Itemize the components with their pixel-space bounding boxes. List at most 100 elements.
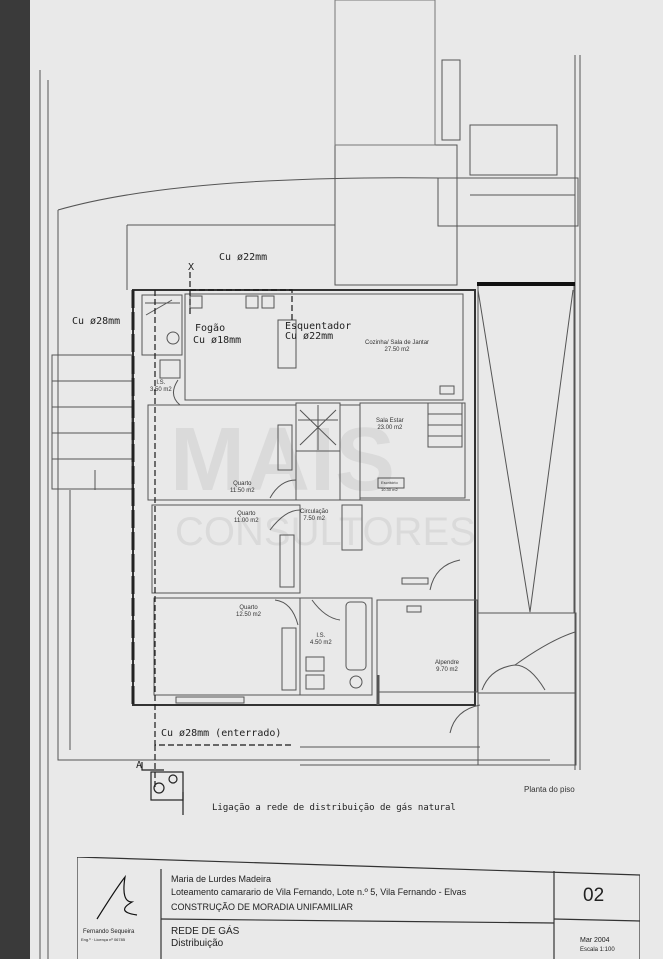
room-circulation: Circulação 7.50 m2	[300, 509, 328, 523]
engineer-license: Eng.º · Licença nº 06785	[81, 937, 126, 942]
bedroom-3-door-arc	[274, 599, 299, 626]
title-block-row-divider	[160, 918, 555, 924]
front-yard	[477, 692, 577, 766]
bedroom-1-wardrobe	[277, 424, 293, 471]
fogao-label: Fogão	[195, 323, 226, 334]
esquentador-label: Esquentador	[285, 321, 352, 332]
step-4	[51, 432, 133, 460]
corridor-cupboard	[341, 504, 363, 551]
room-bedroom-2: Quarto 11.00 m2	[234, 511, 259, 525]
room-area: 7.50 m2	[303, 516, 326, 522]
corridor-label-box	[401, 577, 429, 585]
floor-plan: MAIS CONSULTORES	[39, 0, 581, 959]
kitchen-vent	[439, 385, 455, 395]
watermark-line2: CONSULTORES	[175, 510, 476, 554]
is-1-outline	[141, 294, 183, 356]
room-living: Sala Estar 23.00 m2	[376, 418, 404, 432]
is-1-fixture	[159, 359, 181, 379]
room-name: Quarto	[233, 481, 252, 487]
room-bedroom-1: Quarto 11.50 m2	[230, 481, 255, 495]
drawing-date: Mar 2004	[580, 937, 610, 944]
cooker-burner-1	[189, 295, 203, 309]
room-area: 27.50 m2	[384, 347, 410, 353]
is-1-shower-diagonal	[145, 299, 173, 316]
neighbour-block	[334, 144, 458, 286]
bedroom-1-outline	[147, 404, 297, 501]
garden-strip	[477, 284, 575, 614]
plan-caption: Ligação a rede de distribuição de gás na…	[212, 803, 456, 813]
office-label-box	[377, 477, 405, 489]
room-is-2: I.S. 4.50 m2	[310, 633, 332, 647]
section-a-mark	[141, 762, 164, 771]
watermark-line1: MAIS	[170, 410, 395, 510]
gas-meter-box	[150, 771, 184, 801]
step-3	[51, 406, 133, 434]
drawing-title: REDE DE GÁS	[171, 926, 240, 937]
pipe-label-cu28-buried: Cu ø28mm (enterrado)	[161, 728, 282, 739]
counter-unit-1	[245, 295, 259, 309]
room-kitchen: Cozinha/ Sala de Jantar 27.50 m2	[365, 340, 429, 354]
garden-triangle	[477, 289, 574, 613]
annex-wall	[437, 177, 579, 227]
step-1	[51, 354, 133, 382]
fogao-pipe-label: Cu ø18mm	[193, 335, 242, 346]
spiral-stair-steps	[298, 405, 338, 450]
is-1-toilet	[166, 331, 180, 345]
watermark: MAIS CONSULTORES	[170, 410, 476, 554]
step-5	[51, 458, 133, 490]
bedroom-3-window	[175, 696, 245, 704]
room-area: 3.50 m2	[150, 387, 172, 393]
room-area: 11.50 m2	[230, 488, 255, 494]
marker-x: X	[188, 262, 195, 273]
project-type: CONSTRUÇÃO DE MORADIA UNIFAMILIAR	[171, 902, 354, 912]
room-name: Quarto	[237, 511, 256, 517]
esquentador-pipe-label: Cu ø22mm	[285, 331, 334, 342]
gas-meter-dial	[153, 782, 165, 794]
is-2-outline	[299, 597, 373, 696]
terrace-gate-arc-2	[514, 631, 576, 666]
room-name: Quarto	[239, 605, 258, 611]
room-name: Sala Estar	[376, 418, 404, 424]
is-2-sink-1	[305, 656, 325, 672]
room-office: Escritório 10.30 m2	[381, 479, 398, 493]
sheet-number: 02	[583, 885, 605, 906]
is-2-sink-2	[305, 674, 325, 690]
title-block: Fernando Sequeira Eng.º · Licença nº 067…	[77, 857, 640, 959]
step-2	[51, 380, 133, 408]
room-area: 23.00 m2	[377, 425, 403, 431]
room-name: Escritório	[381, 480, 398, 485]
room-alpendre: Alpendre 9.70 m2	[435, 660, 459, 674]
terrace-gate-arc	[481, 664, 546, 691]
is-2-door-arc	[311, 599, 341, 621]
counter-unit-2	[261, 295, 275, 309]
project-address: Loteamento camarario de Vila Fernando, L…	[171, 887, 467, 897]
esquentador-unit	[277, 319, 297, 369]
room-name: Alpendre	[435, 660, 460, 666]
room-area: 11.00 m2	[234, 518, 259, 524]
drawing-subtitle: Distribuição	[171, 938, 224, 949]
is-2-toilet	[349, 675, 363, 689]
room-area: 10.30 m2	[381, 487, 398, 492]
bedroom-1-door-arc	[269, 479, 297, 499]
gas-valve	[168, 774, 178, 784]
is-1-door-arc	[173, 379, 181, 406]
room-name: Cozinha/ Sala de Jantar	[365, 340, 430, 346]
terrace	[477, 612, 577, 694]
front-gate-arc	[449, 704, 481, 734]
alpendre-label-box	[406, 605, 422, 613]
neighbour-area-top	[334, 0, 436, 146]
bedroom-2-outline	[151, 504, 301, 594]
room-area: 4.50 m2	[310, 640, 332, 646]
room-name: I.S.	[156, 380, 166, 386]
annex-block	[469, 124, 558, 176]
drawing-sheet: MAIS CONSULTORES	[30, 0, 663, 959]
room-area: 9.70 m2	[436, 667, 458, 673]
title-block-border	[77, 857, 640, 959]
kitchen-outline	[184, 293, 464, 401]
bedroom-2-wardrobe	[279, 534, 295, 588]
room-area: 12.50 m2	[236, 612, 262, 618]
engineer-signature	[96, 874, 138, 920]
bedroom-2-door-arc	[269, 509, 301, 531]
is-2-bathtub	[345, 601, 367, 671]
title-block-frame	[77, 857, 640, 959]
